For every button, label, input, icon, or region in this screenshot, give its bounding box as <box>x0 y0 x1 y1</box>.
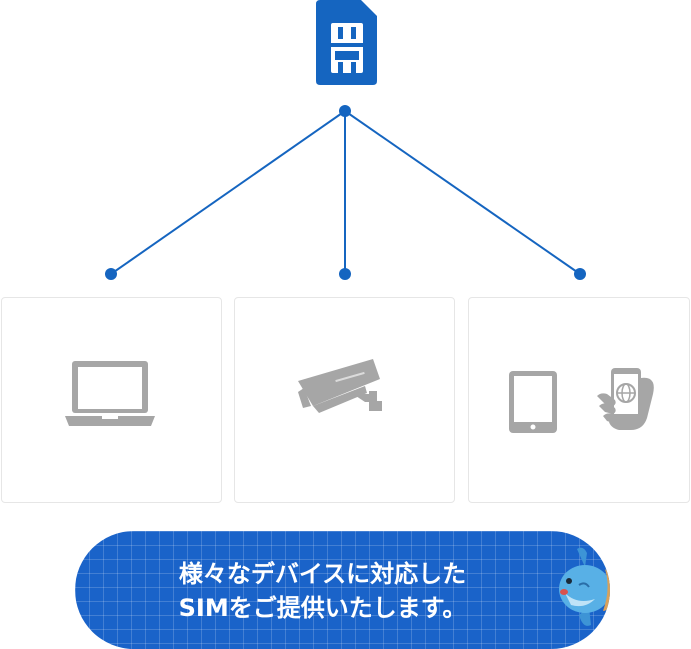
connection-diagram <box>105 105 586 280</box>
node-left <box>105 268 117 280</box>
tablet-icon <box>509 371 557 433</box>
device-card-camera <box>234 297 455 503</box>
smartphone-in-hand-icon <box>597 368 654 430</box>
connector-line-left <box>110 110 346 275</box>
sim-card-icon <box>316 0 377 85</box>
connector-line-right <box>344 110 581 275</box>
message-banner: 様々なデバイスに対応した SIMをご提供いたします。 <box>75 531 610 649</box>
security-camera-icon <box>298 359 382 413</box>
device-card-mobile <box>468 297 690 503</box>
laptop-icon <box>65 361 155 426</box>
device-card-laptop <box>1 297 222 503</box>
node-right <box>574 268 586 280</box>
banner-text-line1: 様々なデバイスに対応した <box>178 560 467 588</box>
hub-node <box>339 105 351 117</box>
node-center <box>339 268 351 280</box>
banner-text-line2: SIMをご提供いたします。 <box>178 594 467 622</box>
sunfish-mascot-icon <box>559 547 610 626</box>
